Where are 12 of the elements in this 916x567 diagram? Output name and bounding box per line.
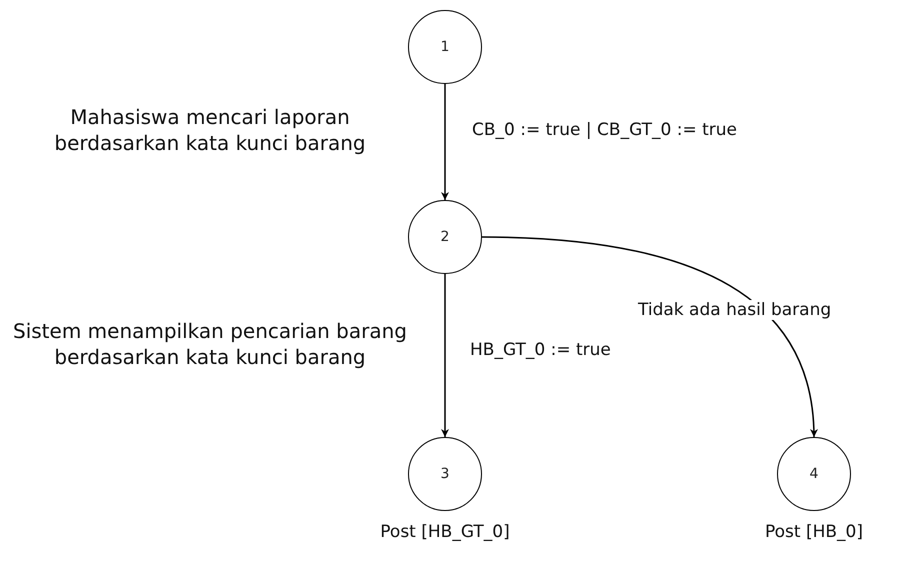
- step-description: Mahasiswa mencari laporan berdasarkan kata kunci barang: [53, 104, 367, 156]
- step-description: Sistem menampilkan pencarian barang berdasarkan kata kunci barang: [12, 318, 408, 370]
- state-circle: 1: [408, 10, 482, 84]
- state-circle: 3: [408, 437, 482, 511]
- edge-label: CB_0 := true | CB_GT_0 := true: [470, 120, 740, 140]
- state-circle: 2: [408, 200, 482, 274]
- postcondition-label: Post [HB_0]: [765, 522, 863, 542]
- postcondition-label: Post [HB_GT_0]: [380, 522, 510, 542]
- arrow: [482, 236, 818, 438]
- arrow: [441, 84, 449, 200]
- arrow: [441, 274, 449, 437]
- state-circle: 4: [777, 437, 851, 511]
